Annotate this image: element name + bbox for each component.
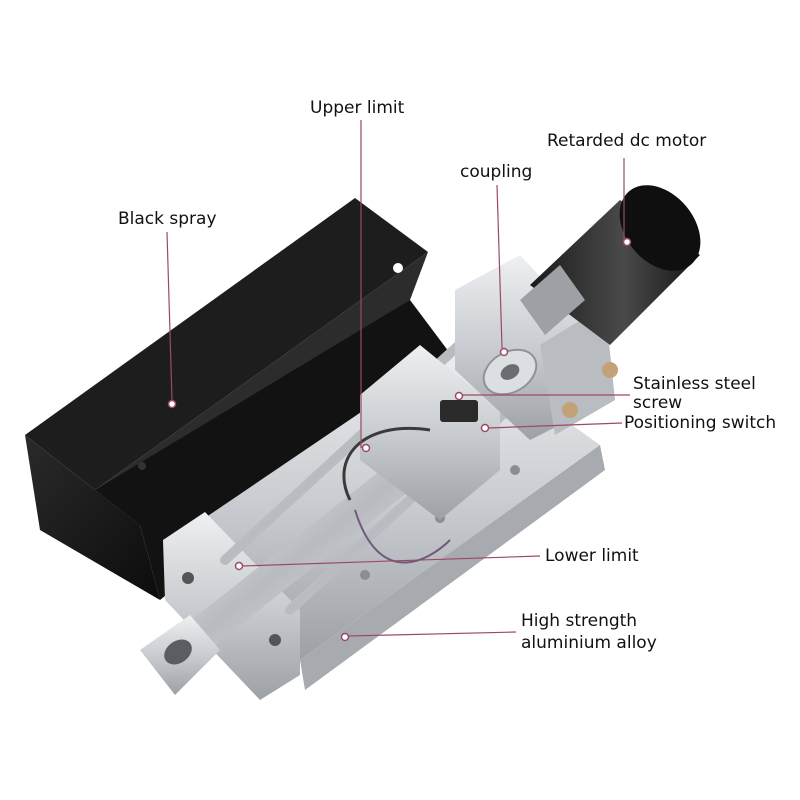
mount-screw [602, 362, 618, 378]
dc-motor [520, 185, 701, 345]
label-retarded-dc-motor: Retarded dc motor [547, 131, 707, 151]
gearbox [520, 265, 585, 335]
marker-switch [480, 423, 490, 433]
coupling-core [500, 364, 520, 380]
leader-coupling [496, 184, 503, 349]
marker-lower-limit [234, 561, 244, 571]
marker-black-spray [167, 399, 177, 409]
slider-block [342, 345, 500, 564]
base-side [300, 445, 605, 690]
screw-hole [182, 572, 194, 584]
marker-coupling [499, 347, 509, 357]
label-high-strength: High strength [521, 611, 638, 631]
cover-face [95, 300, 455, 600]
label-black-spray: Black spray [118, 209, 217, 229]
rod-eye-hole [164, 639, 192, 665]
mount-screw [562, 402, 578, 418]
switch-wire [354, 509, 451, 564]
label-screw: screw [633, 393, 683, 413]
label-positioning-switch: Positioning switch [624, 413, 777, 433]
switch-wire [342, 427, 431, 501]
coupling [482, 348, 538, 396]
motor-endcap [619, 185, 701, 271]
screw-hole [269, 634, 281, 646]
positioning-switch-body [440, 400, 478, 422]
leader-lines [166, 120, 632, 642]
leader-aluminium [347, 631, 517, 637]
leader-lower-limit [241, 555, 541, 567]
cover-hole [393, 263, 403, 273]
label-stainless-steel: Stainless steel [633, 374, 756, 394]
leader-black-spray [166, 231, 173, 401]
marker-upper-limit [361, 443, 371, 453]
label-coupling: coupling [460, 162, 533, 182]
cover-hole [138, 462, 146, 470]
label-aluminium-alloy: aluminium alloy [521, 633, 657, 653]
marker-motor [622, 237, 632, 247]
mount-side [540, 305, 615, 435]
cover-side [25, 435, 160, 600]
label-lower-limit: Lower limit [545, 546, 639, 566]
leader-switch [487, 422, 623, 429]
slider [360, 345, 500, 520]
cover-top-flange [25, 198, 428, 490]
base-hole [360, 570, 370, 580]
label-upper-limit: Upper limit [310, 98, 405, 118]
black-cover [25, 198, 455, 600]
marker-aluminium [340, 632, 350, 642]
base-hole [510, 465, 520, 475]
marker-screw [454, 391, 464, 401]
